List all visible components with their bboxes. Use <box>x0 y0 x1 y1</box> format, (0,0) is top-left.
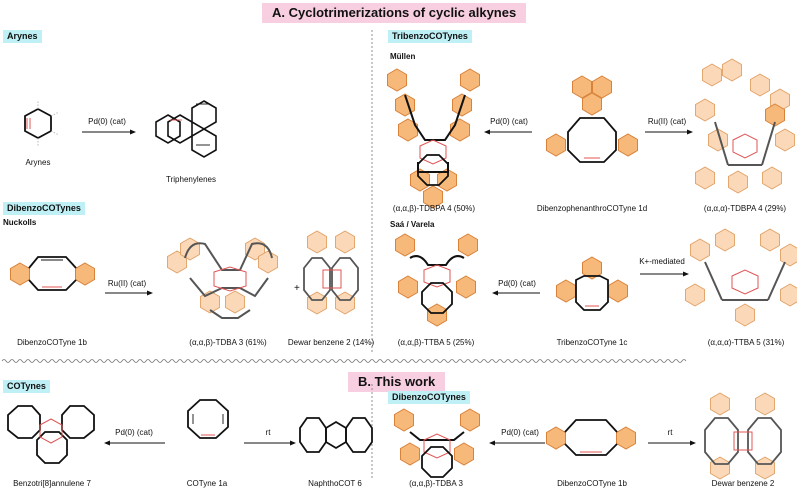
cond-tdbpa-ru: Ru(II) (cat) <box>647 117 687 126</box>
ru-arrow-a <box>105 290 153 296</box>
plus-sign: + <box>294 283 300 294</box>
tdbpa-4-aaa-structure <box>695 58 795 194</box>
label-ttba-aab: (α,α,β)-TTBA 5 (25%) <box>397 338 475 347</box>
aryne-structure <box>24 100 60 147</box>
pd-arrow-ttba <box>492 290 540 296</box>
label-tdba-3-a: (α,α,β)-TDBA 3 (61%) <box>189 338 267 347</box>
label-ttba-aaa: (α,α,α)-TTBA 5 (31%) <box>707 338 785 347</box>
cond-dibenzo-b-pd: Pd(0) (cat) <box>501 428 539 437</box>
label-cotyne-1a: COTyne 1a <box>186 479 228 488</box>
label-tdbpa-aab: (α,α,β)-TDBPA 4 (50%) <box>392 204 476 213</box>
label-1c: TribenzoCOTyne 1c <box>556 338 628 347</box>
pd-arrow-b <box>489 440 545 446</box>
section-a-banner: A. Cyclotrimerizations of cyclic alkynes <box>262 3 527 23</box>
cond-arynes-pd: Pd(0) (cat) <box>88 117 126 126</box>
dibenzocotynes-tag-a: DibenzoCOTynes <box>3 202 85 215</box>
label-1d: DibenzophenanthroCOTyne 1d <box>536 204 648 213</box>
cond-cotyne-rt: rt <box>265 428 271 437</box>
rt-arrow-cotynes <box>244 440 296 446</box>
tribenzocotynes-tag: TribenzoCOTynes <box>388 30 472 43</box>
section-b-banner: B. This work <box>348 372 446 392</box>
pd-arrow-cotynes <box>104 440 165 446</box>
dibenzophenanthrocotyne-1d-structure <box>546 75 638 163</box>
label-tdbpa-aaa: (α,α,α)-TDBPA 4 (29%) <box>703 204 787 213</box>
label-triphenylenes: Triphenylenes <box>166 175 216 184</box>
label-dibenzocotyne-1b-a: DibenzoCOTyne 1b <box>17 338 87 347</box>
ttba-5-aaa-structure <box>685 228 797 327</box>
tdba-3-structure-a <box>167 237 278 319</box>
pd-arrow-tdbpa <box>484 129 532 135</box>
dibenzocotynes-tag-b: DibenzoCOTynes <box>388 391 470 404</box>
ru-arrow-tdbpa <box>645 129 693 135</box>
label-tdba-3-b: (α,α,β)-TDBA 3 <box>409 479 463 488</box>
cond-cotyne-pd: Pd(0) (cat) <box>115 428 153 437</box>
cond-ttba-k: K+-mediated <box>639 257 685 266</box>
benzotri8annulene-7-structure <box>7 405 95 464</box>
cotynes-tag: COTynes <box>3 380 50 393</box>
tdba-3-structure-b <box>394 408 480 478</box>
group-nuckolls: Nuckolls <box>3 218 37 227</box>
cond-ttba-pd: Pd(0) (cat) <box>498 279 536 288</box>
cond-tdba-ru: Ru(II) (cat) <box>107 279 147 288</box>
rt-arrow-b <box>648 440 696 446</box>
tdbpa-4-aab-structure <box>387 68 480 209</box>
label-naphthocot-6: NaphthoCOT 6 <box>308 479 362 488</box>
label-benzotri8annulene-7: Benzotri[8]annulene 7 <box>13 479 91 488</box>
tribenzocotyne-1c-structure <box>556 256 628 311</box>
cond-tdbpa-pd: Pd(0) (cat) <box>490 117 528 126</box>
naphthocot-6-structure <box>299 417 373 453</box>
triphenylene-structure <box>155 100 217 158</box>
k-arrow-ttba <box>640 271 689 277</box>
label-dibenzocotyne-1b-b: DibenzoCOTyne 1b <box>557 479 627 488</box>
label-dewar-2-a: Dewar benzene 2 (14%) <box>287 338 375 347</box>
group-saa-varela: Saá / Varela <box>390 220 435 229</box>
cotyne-1a-structure <box>187 399 229 439</box>
cond-dibenzo-b-rt: rt <box>667 428 673 437</box>
dibenzocotyne-1b-b <box>546 419 636 456</box>
label-dewar-2-b: Dewar benzene 2 <box>711 479 775 488</box>
ttba-5-aab-structure <box>395 233 478 327</box>
dewar-benzene-2-structure-b <box>704 392 782 480</box>
arynes-tag: Arynes <box>3 30 42 43</box>
label-arynes: Arynes <box>25 158 51 167</box>
dewar-benzene-2-structure-a <box>303 230 359 315</box>
group-mullen: Müllen <box>390 52 416 61</box>
wavy-divider <box>1 359 687 363</box>
aryne-arrow <box>82 129 136 135</box>
dibenzocotyne-1b-a <box>10 256 95 291</box>
